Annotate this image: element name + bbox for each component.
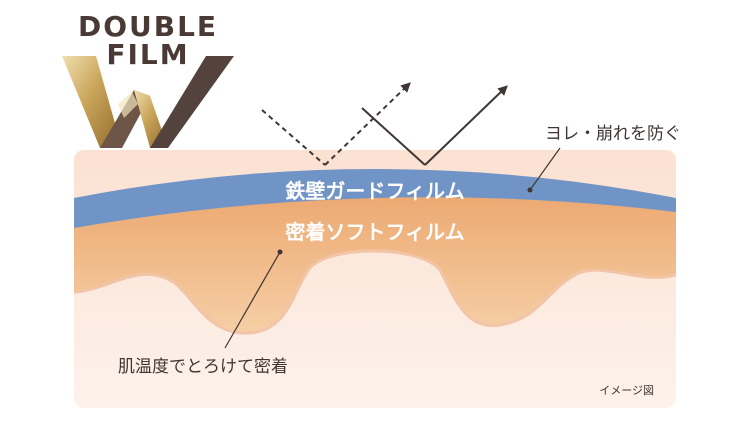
w-mark-icon xyxy=(62,56,234,148)
reflected-ray-dashed xyxy=(324,82,411,166)
right-callout-text: ヨレ・崩れを防ぐ xyxy=(545,124,681,144)
reflected-ray-solid xyxy=(424,85,508,166)
right-callout-leader xyxy=(529,147,561,191)
incoming-ray-dashed xyxy=(261,109,326,166)
soft-film-edge xyxy=(74,249,676,335)
double-film-logo: DOUBLE FILM xyxy=(62,10,234,148)
guard-film-label: 鉄壁ガードフィルム xyxy=(285,179,464,203)
left-callout-dot xyxy=(277,249,283,255)
left-callout-text: 肌温度でとろけて密着 xyxy=(118,357,288,377)
left-callout-leader xyxy=(224,251,281,349)
incoming-ray-solid xyxy=(361,107,426,166)
image-note: イメージ図 xyxy=(599,384,654,397)
right-callout-dot xyxy=(527,187,533,193)
logo-line1: DOUBLE xyxy=(78,10,218,43)
soft-film-layer xyxy=(74,180,676,334)
logo-line2: FILM xyxy=(106,38,189,71)
guard-film-layer xyxy=(74,169,676,228)
soft-film-label: 密着ソフトフィルム xyxy=(285,220,464,244)
